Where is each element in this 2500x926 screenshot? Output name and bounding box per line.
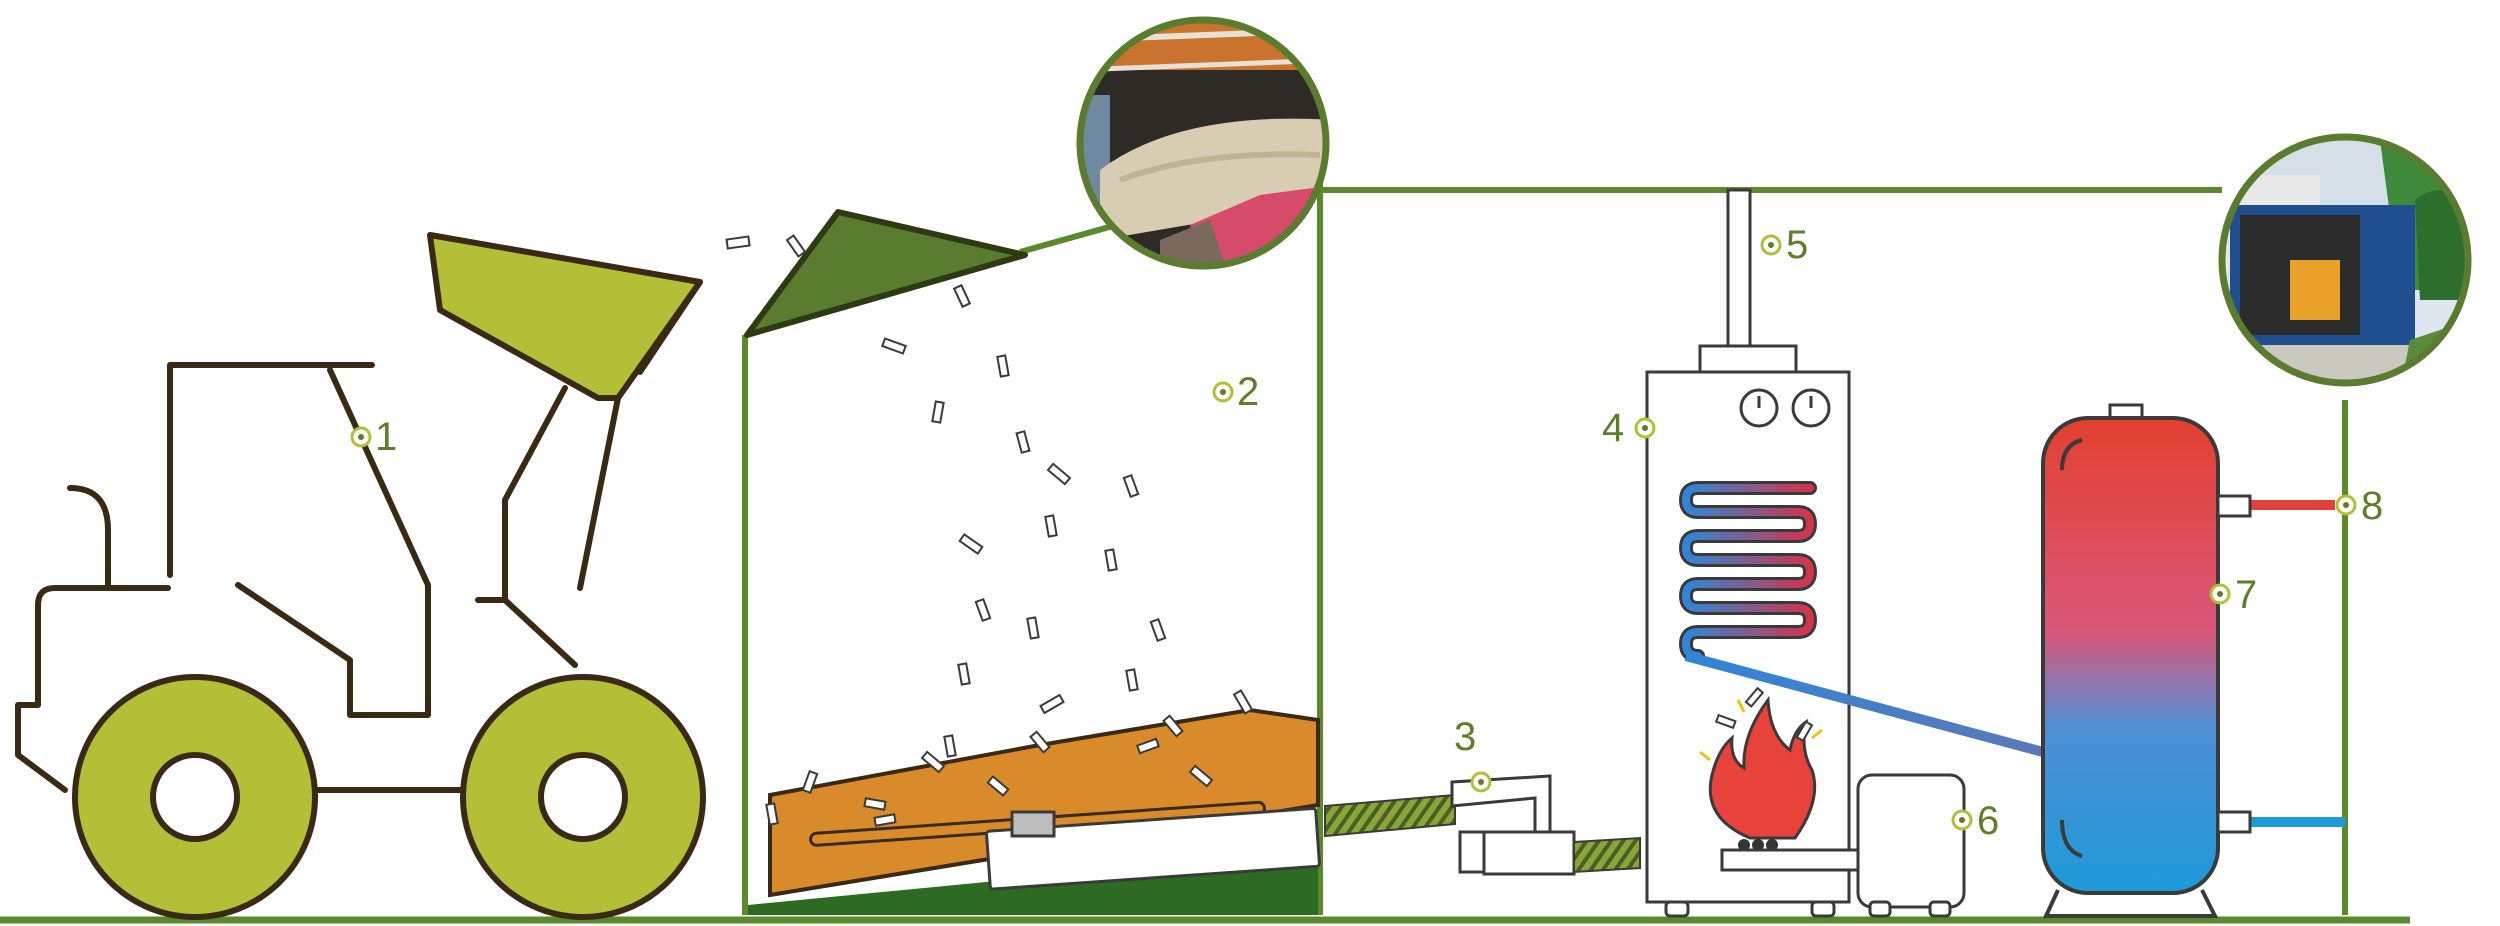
boiler-container-photo [2218, 133, 2472, 387]
wheel-loader-icon [15, 232, 706, 920]
callout-4: 4 [1602, 406, 1656, 450]
flame-icon [1699, 686, 1823, 851]
callout-5-label: 5 [1786, 223, 1808, 267]
callout-3-label: 3 [1454, 715, 1476, 759]
callout-1-label: 1 [375, 415, 397, 459]
callout-5: 5 [1760, 223, 1808, 267]
woodchip-storage-photo [1076, 16, 1330, 270]
storage-roof [744, 209, 1028, 338]
callout-2: 2 [1212, 370, 1259, 414]
callout-1: 1 [350, 415, 397, 459]
callout-7-label: 7 [2235, 573, 2257, 617]
callout-8-label: 8 [2361, 484, 2383, 528]
gauge-icon [1739, 388, 1779, 428]
callout-8: 8 [2335, 484, 2383, 528]
boiler-room [1320, 187, 2348, 915]
woodchip-storage [742, 165, 1323, 915]
gauge-icon [1791, 388, 1831, 428]
pipework [1684, 484, 2345, 827]
callout-4-label: 4 [1602, 406, 1624, 450]
ash-container [1856, 773, 1966, 918]
callout-7: 7 [2209, 573, 2257, 617]
auger-conveyor [1324, 774, 1641, 876]
callout-6-label: 6 [1977, 799, 1999, 843]
callout-2-label: 2 [1237, 370, 1259, 414]
callout-6: 6 [1951, 799, 1999, 843]
falling-woodchips [725, 234, 1254, 827]
boiler [1645, 188, 1906, 918]
callout-3: 3 [1454, 715, 1492, 793]
buffer-tank [2041, 403, 2252, 918]
